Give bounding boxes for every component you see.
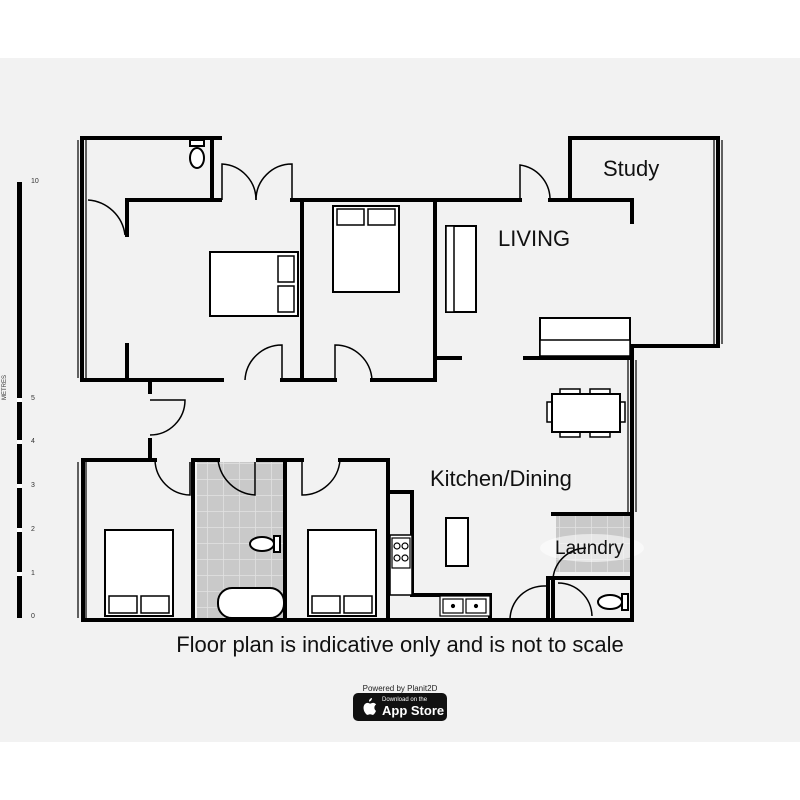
powered-by-text: Powered by Planit2D <box>362 684 438 693</box>
room-label-living: LIVING <box>498 226 571 251</box>
scale-tick-label: 5 <box>31 395 35 402</box>
dining-table-icon <box>546 388 626 438</box>
furniture <box>104 139 631 619</box>
room-label-study: Study <box>603 156 660 181</box>
stove-icon <box>391 537 411 569</box>
toilet-icon <box>189 139 205 169</box>
windows <box>77 140 723 618</box>
walls <box>80 136 720 622</box>
room-label-kitchen-dining: Kitchen/Dining <box>430 466 572 491</box>
scale-tick-label: 1 <box>31 570 35 577</box>
sofa-icon <box>445 225 477 313</box>
sink-icon <box>439 595 491 617</box>
scale-tick-label: 10 <box>31 178 39 185</box>
scale-tick-label: 2 <box>31 526 35 533</box>
bathtub-icon <box>217 587 285 619</box>
bed-icon <box>209 251 299 317</box>
app-store-small-text: Download on the <box>382 697 428 703</box>
bed-icon <box>332 205 400 293</box>
room-label-laundry: Laundry <box>555 538 624 559</box>
bed-icon <box>307 529 377 617</box>
sofa-icon <box>539 317 631 357</box>
scale-tick-label: 3 <box>31 482 35 489</box>
scale-tick-label: 0 <box>31 613 35 620</box>
disclaimer-note: Floor plan is indicative only and is not… <box>176 632 624 657</box>
kitchen-island <box>445 517 469 567</box>
bed-icon <box>104 529 174 617</box>
apple-icon <box>363 698 377 715</box>
toilet-icon <box>249 535 281 553</box>
doors <box>87 163 593 621</box>
toilet-icon <box>597 593 629 611</box>
app-store-title: App Store <box>382 703 445 718</box>
app-store-badge[interactable]: Download on the App Store <box>353 693 447 721</box>
scale-bar <box>17 182 22 618</box>
scale-caption: METRES <box>2 374 8 400</box>
floor-plan-canvas <box>0 58 800 742</box>
scale-tick-label: 4 <box>31 438 35 445</box>
